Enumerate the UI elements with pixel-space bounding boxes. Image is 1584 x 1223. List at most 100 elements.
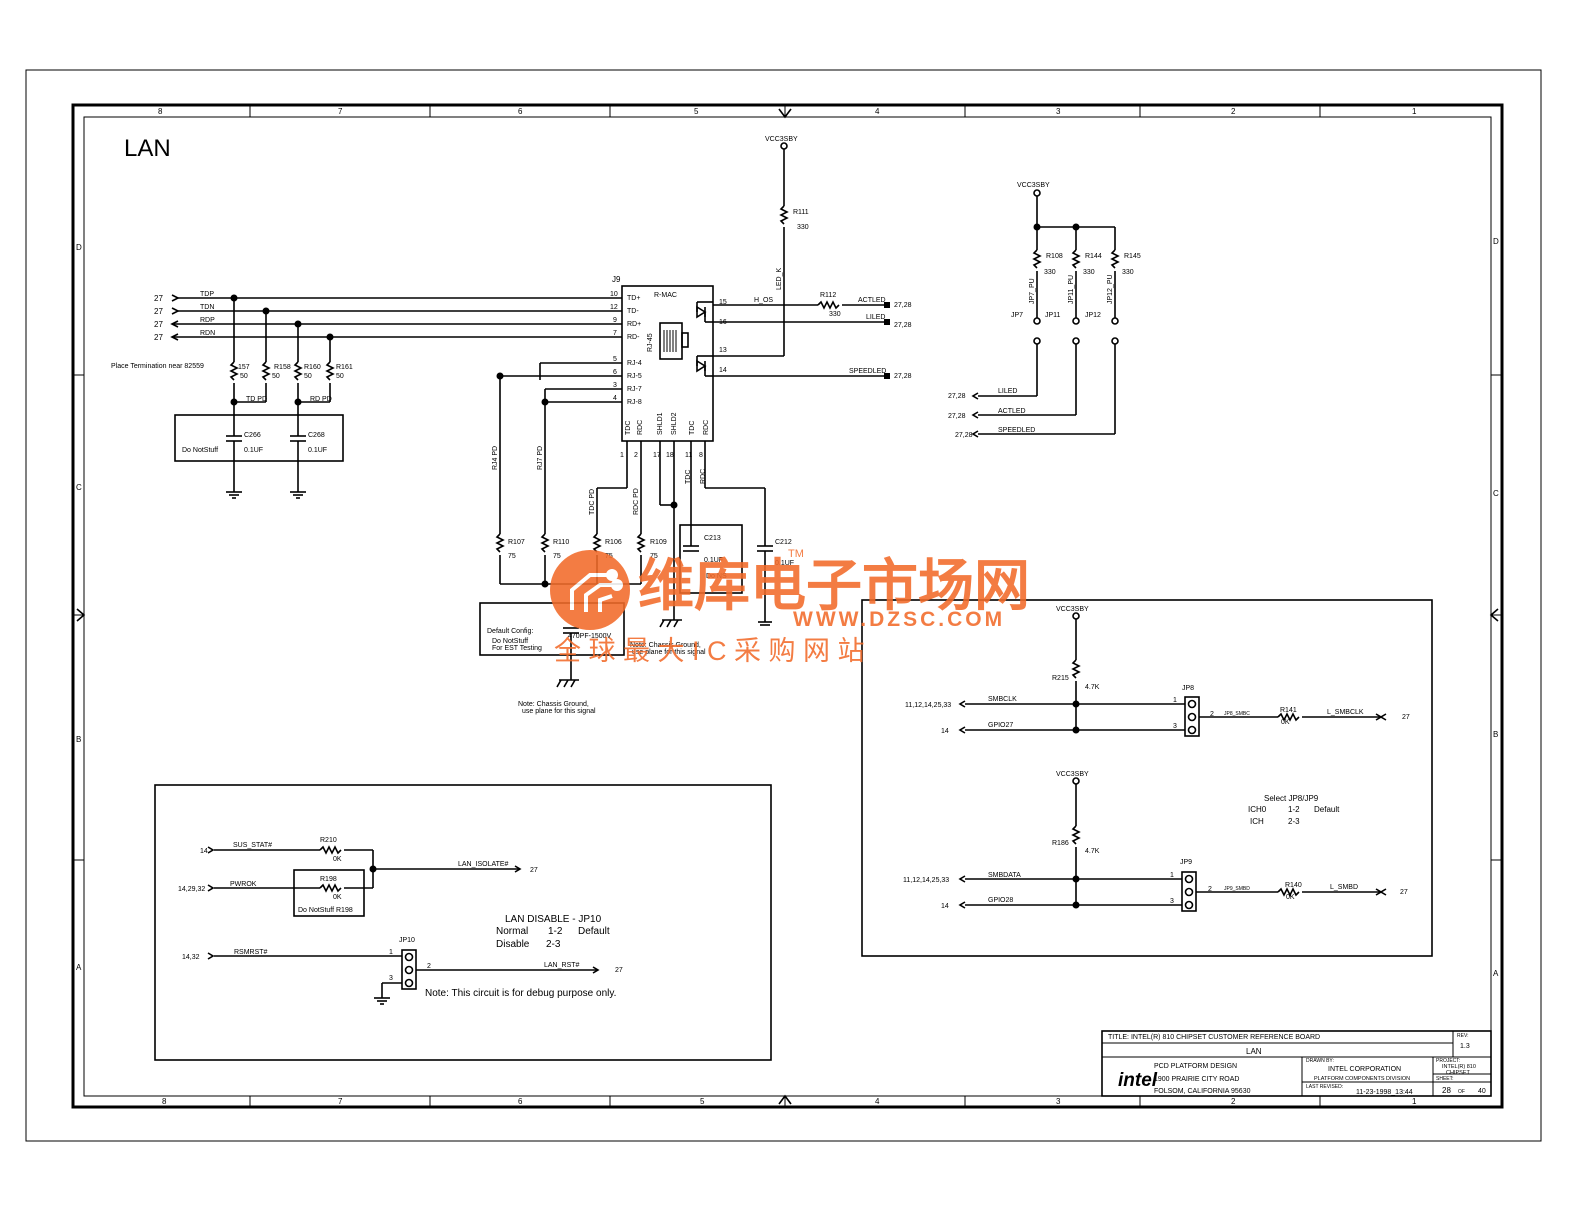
net-label: LILED [866,314,885,321]
page-frame [25,69,1542,1142]
col-label-top: 2 [1231,107,1236,116]
pin-number: 3 [389,975,393,982]
page-ref: 27 [154,333,163,342]
pin-number: 1 [389,949,393,956]
pin-name: TD- [627,308,639,315]
watermark-circuit-icon [570,569,623,612]
pin-number: 17 [653,452,661,459]
resistor-value: 50 [336,373,344,380]
pin-number: 14 [719,367,727,374]
page-ref: 14 [941,903,949,910]
project-label: PROJECT: [1436,1058,1460,1064]
do-not-stuff-label: Do NotStuff R198 [298,907,353,914]
net-label: SMBCLK [988,696,1017,703]
sheet-border-inner [83,116,1492,1097]
resistor-value: 4.7K [1085,684,1100,691]
pin-number: 6 [613,369,617,376]
title-block-title: TITLE: INTEL(R) 810 CHIPSET CUSTOMER REF… [1108,1034,1320,1041]
net-label: RDC [700,469,707,484]
net-label: RDC PD [633,488,640,515]
termination-section: 27 27 27 27 TDP TDN RDP RDN Place Termin… [111,291,622,499]
drawn-by-label: DRAWN BY: [1306,1058,1334,1064]
col-label-bottom: 6 [518,1097,523,1106]
resistor-ref: R210 [320,837,337,844]
sheet-label: SHEET: [1436,1076,1454,1082]
resistor-value: 330 [1044,269,1056,276]
resistor-ref: R215 [1052,675,1069,682]
pin-number: 1 [1173,697,1177,704]
net-label: SPEEDLED [849,368,886,375]
pin-number: 3 [1170,898,1174,905]
page-ref: 11,12,14,25,33 [903,877,949,884]
cap-ref: C212 [775,539,792,546]
select-note: ICH0 [1248,805,1267,814]
resistor-value: 75 [650,553,658,560]
sheet-border-outer [71,103,1504,1109]
resistor-value: 50 [240,373,248,380]
company: INTEL CORPORATION [1328,1066,1401,1073]
power-net: VCC3SBY [1017,182,1050,189]
col-label-top: 1 [1412,107,1417,116]
sheet-name: LAN [1246,1047,1262,1056]
col-label-top: 4 [875,107,880,116]
rev-label: REV: [1457,1033,1468,1039]
net-label: TDC [685,470,692,484]
net-label: SUS_STAT# [233,842,272,849]
pin-number: 2 [1210,711,1214,718]
col-label-bottom: 3 [1056,1097,1061,1106]
chassis-note: use plane for this signal [632,649,706,656]
resistor-value: 50 [272,373,280,380]
cap-value: 0.1UF [244,447,263,454]
zone-ticks [73,105,1502,1107]
watermark-slogan: 全 球 最 大 I C 采 购 网 站 [554,636,865,666]
pin-number: 15 [719,299,727,306]
pin-name: RDC [637,420,644,435]
net-label: RDN [200,330,215,337]
col-label-top: 6 [518,107,523,116]
jumper-ref: JP11 [1045,312,1061,319]
pin-name: RD- [627,334,640,341]
page-ref: 27,28 [894,322,912,329]
watermark-tm: TM [788,548,804,560]
page-ref: 27 [154,320,163,329]
led-drive-section: VCC3SBY R111 330 LED_K H_OS R112 330 ACT… [713,136,912,380]
page-ref: 27 [154,294,163,303]
disable-option: Disable [496,939,530,950]
row-label-right: A [1493,969,1499,978]
do-not-stuff-label: Do NotStuff [182,447,218,454]
resistor-value: 50 [304,373,312,380]
last-revised-label: LAST REVISED: [1306,1084,1343,1090]
page-ref: 27,28 [894,302,912,309]
net-label: JP12_PU [1107,274,1114,304]
page-ref: 27 [154,307,163,316]
net-label: TD PD [246,396,267,403]
net-label: SPEEDLED [998,427,1035,434]
resistor-value: 0K [333,894,342,901]
pin-name: RD+ [627,321,641,328]
net-label: SMBDATA [988,872,1021,879]
select-note: Select JP8/JP9 [1264,794,1319,803]
net-label: GPIO28 [988,897,1013,904]
net-label: RJ7 PD [537,446,544,470]
resistor-ref: R112 [820,292,836,299]
net-label: H_OS [754,297,773,304]
net-label: RJ4 PD [492,446,499,470]
pin-number: 8 [699,452,703,459]
resistor-ref: R141 [1280,707,1297,714]
col-label-bottom: 1 [1412,1097,1417,1106]
watermark-brand: 维库电子市场网 [638,554,1030,617]
pin-number: 13 [719,347,727,354]
page-ref: 11,12,14,25,33 [905,702,951,709]
resistor-ref: R145 [1124,253,1141,260]
config-note: Do NotStuff [492,638,528,645]
disable-option: 2-3 [546,939,561,950]
net-label: ACTLED [858,297,886,304]
disable-option: Normal [496,926,528,937]
rj45-connector-j9: J9 R-MAC RJ-45 10 TD+ 12 TD- 9 RD+ 7 RD-… [610,275,727,459]
pin-name: TDC [625,421,632,435]
page-ref: 27,28 [955,432,973,439]
resistor-value: 75 [508,553,516,560]
col-label-bottom: 2 [1231,1097,1236,1106]
page-ref: 14 [941,728,949,735]
